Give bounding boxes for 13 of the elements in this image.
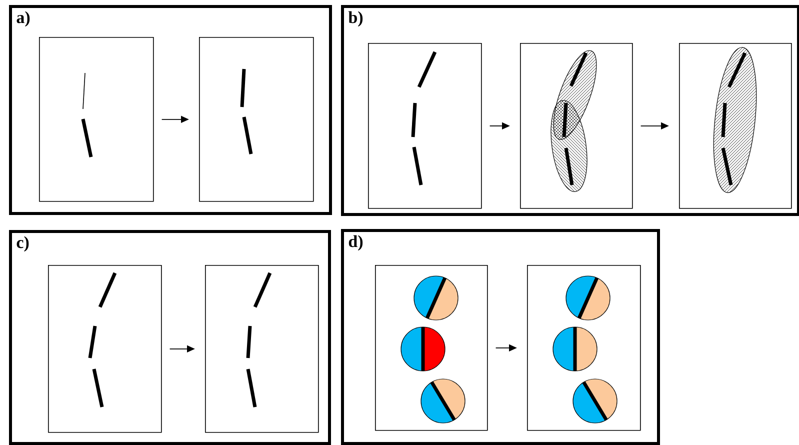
image-frame <box>368 43 482 209</box>
panel: b) <box>341 5 799 216</box>
image-frame <box>520 43 633 209</box>
image-frame <box>527 265 641 431</box>
image-frame <box>199 37 314 202</box>
image-frame <box>679 43 792 209</box>
panel: a) <box>9 5 332 215</box>
image-frame <box>375 265 488 431</box>
image-frame <box>205 265 319 433</box>
image-frame <box>39 37 154 202</box>
panel: d) <box>341 229 660 445</box>
panel: c) <box>9 230 331 445</box>
image-frame <box>48 265 162 433</box>
